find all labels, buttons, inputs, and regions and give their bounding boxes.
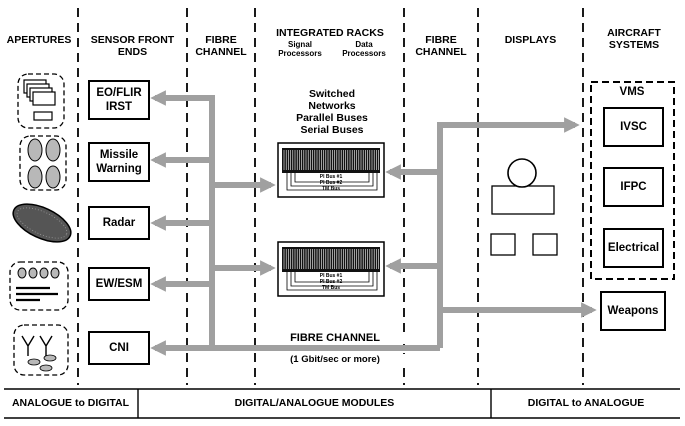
networks-line-1: Switched (308, 88, 356, 100)
footer-digital-analogue-modules: DIGITAL/ANALOGUE MODULES (234, 397, 395, 409)
header-sensor-front-ends: SENSOR FRONT ENDS (80, 34, 185, 58)
rack-1-bus-1: PI Bus #1 (319, 174, 343, 180)
signal-processors-line-2: Processors (278, 49, 322, 58)
sensor-cni-box: CNI (88, 331, 150, 365)
aperture-ew-box (9, 261, 69, 311)
header-fibre-channel-left: FIBRE CHANNEL (188, 34, 254, 58)
aperture-cni-icon (21, 335, 57, 372)
aperture-ew-icon (16, 267, 60, 302)
fibre-channel-main-label: FIBRE CHANNEL (265, 332, 405, 344)
header-sensor-line-1: SENSOR FRONT (90, 34, 175, 46)
footer-analogue-to-digital: ANALOGUE to DIGITAL (11, 397, 130, 409)
vms-ifpc-box: IFPC (603, 167, 664, 207)
display-hud (507, 158, 537, 188)
data-processors-line-2: Processors (342, 49, 386, 58)
weapons-box: Weapons (600, 291, 666, 331)
header-fibre-left-line-2: CHANNEL (195, 46, 247, 58)
data-processors-line-1: Data (355, 40, 373, 49)
header-integrated-racks: INTEGRATED RACKS (276, 27, 384, 39)
rack-2-bus-labels: PI Bus #1 PI Bus #2 TM Bus (306, 273, 356, 291)
aperture-missile-icon (27, 138, 61, 189)
rack-2-bus-2: PI Bus #2 (319, 279, 343, 285)
displays-icons (490, 158, 558, 256)
header-fibre-left-line-1: FIBRE (205, 34, 237, 46)
vms-electrical-box: Electrical (603, 228, 664, 268)
sensor-radar-box: Radar (88, 206, 150, 240)
header-signal-processors: Signal Processors (270, 40, 330, 58)
header-fibre-right-line-1: FIBRE (425, 34, 457, 46)
sensor-ew-esm-box: EW/ESM (88, 267, 150, 301)
networks-line-2: Networks (308, 100, 356, 112)
footer-digital-to-analogue: DIGITAL to ANALOGUE (527, 397, 645, 409)
fibre-arrows-left (150, 90, 440, 356)
rack-1-bus-2: PI Bus #2 (319, 180, 343, 186)
aperture-eo-box (17, 73, 65, 129)
header-aircraft-line-2: SYSTEMS (608, 39, 660, 51)
rack-1-bus-labels: PI Bus #1 PI Bus #2 TM Bus (306, 174, 356, 192)
header-data-processors: Data Processors (334, 40, 394, 58)
column-dividers (77, 8, 584, 385)
aperture-eo-icon (23, 79, 56, 121)
display-mfd-left (490, 233, 516, 256)
vms-ivsc-box: IVSC (603, 107, 664, 147)
aperture-missile-box (19, 135, 67, 191)
fibre-channel-rate-label: (1 Gbit/sec or more) (262, 354, 408, 365)
vms-title: VMS (619, 86, 645, 98)
signal-processors-line-1: Signal (287, 40, 312, 49)
header-apertures: APERTURES (6, 34, 72, 46)
rack-1-slots (283, 150, 379, 170)
aperture-cni-box (13, 324, 69, 376)
networks-line-3: Parallel Buses (296, 112, 368, 124)
header-aircraft-line-1: AIRCRAFT (607, 27, 661, 39)
header-aircraft-systems: AIRCRAFT SYSTEMS (584, 27, 684, 51)
display-mfd-right (532, 233, 558, 256)
aperture-groups (9, 73, 69, 376)
fibre-arrows-right (385, 117, 597, 348)
header-displays: DISPLAYS (504, 34, 557, 46)
header-fibre-channel-right: FIBRE CHANNEL (405, 34, 477, 58)
sensor-eo-flir-line-2: IRST (105, 101, 133, 113)
sensor-eo-flir-line-1: EO/FLIR (96, 87, 142, 99)
sensor-missile-warning-box: Missile Warning (88, 142, 150, 182)
display-main (491, 185, 555, 215)
rack-1-icon (277, 142, 385, 198)
aperture-radar-icon (12, 203, 72, 243)
sensor-missile-line-1: Missile (99, 149, 139, 161)
rack-2-icon (277, 241, 385, 297)
networks-label: Switched Networks Parallel Buses Serial … (270, 88, 394, 136)
header-fibre-right-line-2: CHANNEL (415, 46, 467, 58)
rack-1-bus-3: TM Bus (321, 186, 341, 192)
rack-2-slots (283, 249, 379, 269)
rack-2-bus-3: TM Bus (321, 285, 341, 291)
networks-line-4: Serial Buses (300, 124, 364, 136)
footer-rules (4, 388, 680, 419)
sensor-eo-flir-box: EO/FLIR IRST (88, 80, 150, 120)
sensor-missile-line-2: Warning (96, 163, 142, 175)
vms-container (590, 81, 675, 280)
header-sensor-line-2: ENDS (117, 46, 148, 58)
rack-2-bus-1: PI Bus #1 (319, 273, 343, 279)
